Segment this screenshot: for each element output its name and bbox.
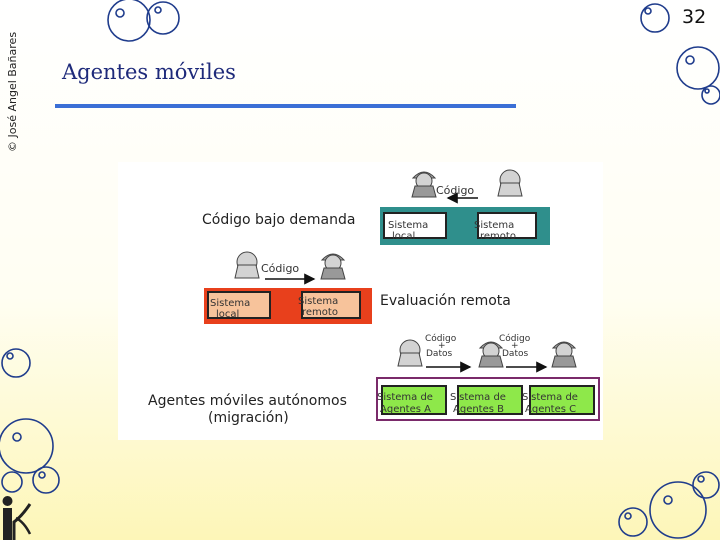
eval-remota-worker-icon — [320, 253, 346, 280]
agentes-arrow1-line2: + — [438, 341, 446, 351]
agentes-worker-icon-b — [478, 341, 504, 368]
cod-demanda-local-box — [383, 212, 447, 239]
mobility-diagram-svg: Código bajo demanda Sistema local Sistem… — [148, 169, 600, 426]
eval-remota-local-line2: local — [216, 309, 239, 320]
cod-demanda-remote-line1: Sistema — [474, 220, 514, 231]
cod-demanda-arrow-label: Código — [436, 184, 474, 197]
slide-number: 32 — [682, 6, 707, 28]
agentes-arrow2-line1: Código — [499, 333, 531, 344]
agentes-box-a-line2: Agentes A — [380, 404, 431, 415]
agentes-box-b-line2: Agentes B — [453, 404, 504, 415]
agentes-box-c-line2: Agentes C — [525, 404, 576, 415]
agentes-box-c — [529, 385, 595, 415]
eval-remota-remote-box — [301, 291, 361, 319]
eval-remota-local-line1: Sistema — [210, 298, 250, 309]
agentes-box-c-line1: Sistema de — [522, 392, 578, 403]
agentes-arrow1-line3: Datos — [426, 349, 452, 359]
mobility-diagram: Código bajo demanda Sistema local Sistem… — [118, 162, 603, 440]
copyright-text: © José Angel Bañares — [6, 31, 19, 152]
agentes-box-a — [381, 385, 447, 415]
cod-demanda-local-line1: Sistema — [388, 220, 428, 231]
agentes-arrow2-line2: + — [511, 341, 519, 351]
cod-demanda-remote-box — [477, 212, 537, 239]
eval-remota-person-icon — [234, 251, 260, 279]
slide-title: Agentes móviles — [62, 60, 236, 84]
cod-demanda-local-line2: local — [392, 231, 415, 242]
logo-icon — [2, 496, 32, 540]
title-underline — [55, 104, 516, 108]
cod-demanda-label: Código bajo demanda — [202, 212, 355, 228]
agentes-arrow2-line3: Datos — [502, 349, 528, 359]
agentes-person-icon-a — [397, 339, 423, 367]
agentes-label-line2: (migración) — [208, 410, 289, 426]
eval-remota-local-box — [207, 291, 271, 319]
agentes-box-a-line1: Sistema de — [377, 392, 433, 403]
eval-remota-label: Evaluación remota — [380, 293, 511, 309]
agentes-box-b-line1: Sistema de — [450, 392, 506, 403]
agentes-worker-icon-c — [551, 341, 577, 368]
cod-demanda-remote-line2: remoto — [480, 231, 516, 242]
eval-remota-remote-line1: Sistema — [298, 296, 338, 307]
agentes-arrow1-line1: Código — [425, 333, 457, 344]
eval-remota-arrow-label: Código — [261, 262, 299, 275]
agentes-label-line1: Agentes móviles autónomos — [148, 393, 347, 409]
eval-remota-remote-line2: remoto — [302, 307, 338, 318]
cod-demanda-person-icon — [497, 169, 523, 197]
agentes-box-b — [457, 385, 523, 415]
cod-demanda-worker-icon — [411, 171, 437, 198]
